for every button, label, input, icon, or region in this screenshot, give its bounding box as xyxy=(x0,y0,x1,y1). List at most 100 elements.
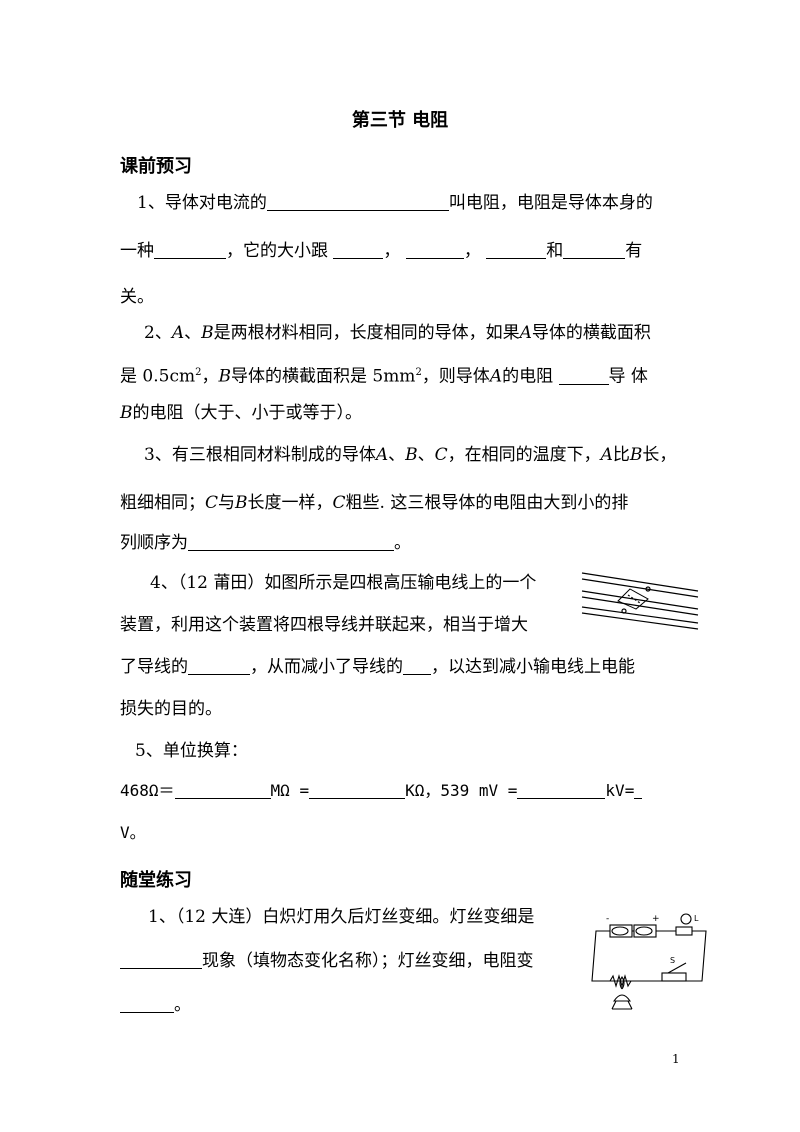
q3-text: 列顺序为 xyxy=(120,533,188,553)
q3-text: 比 xyxy=(612,445,630,465)
q1-blank-definition xyxy=(266,192,449,211)
q2-var: A xyxy=(519,323,532,343)
q4-text: 了导线的 xyxy=(120,657,188,677)
q2-text: 、 xyxy=(184,323,202,343)
p1-line-1: 1、（12 大连）白炽灯用久后灯丝变细。灯丝变细是 xyxy=(148,907,535,927)
q5-text: kV= xyxy=(605,781,635,800)
q5-line-2: 468Ω＝MΩ =KΩ，539 mV =kV= xyxy=(120,780,643,802)
q4-blank-1 xyxy=(188,656,250,675)
connector-shape xyxy=(617,588,649,610)
lamp-stand xyxy=(611,1000,633,1010)
q3-blank-order xyxy=(188,532,394,551)
q2-line-2: 是 0.5cm2，B导体的横截面积是 5mm2，则导体A的电阻 导 体 xyxy=(120,362,648,388)
q1-line-1: 1、导体对电流的叫电阻，电阻是导体本身的 xyxy=(137,192,653,214)
p1-text: 。 xyxy=(174,995,191,1015)
bulb-label: L xyxy=(694,914,699,923)
q1-line-3: 关。 xyxy=(120,287,154,307)
q1-text: 和 xyxy=(546,241,564,261)
page-number: 1 xyxy=(672,1052,680,1066)
q3-var: B xyxy=(235,493,248,513)
q3-var: B xyxy=(405,445,418,465)
q1-blank-factor-2 xyxy=(405,240,464,259)
q5-line-3: V。 xyxy=(120,823,146,842)
q4-line-3: 了导线的，从而减小了导线的，以达到减小输电线上电能 xyxy=(120,656,635,678)
q3-var: B xyxy=(629,445,643,465)
q1-text: 有 xyxy=(625,241,643,261)
q2-var: B xyxy=(218,366,231,387)
wire-line xyxy=(581,612,699,630)
q2-var: A xyxy=(171,323,185,343)
q1-blank-property xyxy=(154,240,226,259)
q5-line-1: 5、单位换算： xyxy=(135,741,248,761)
q4-blank-2 xyxy=(403,656,431,675)
p1-text: 现象（填物态变化名称）；灯丝变细，电阻变 xyxy=(202,951,534,971)
flame-icon xyxy=(619,976,625,990)
wire-line xyxy=(581,606,699,624)
q3-text: 粗些. 这三根导体的电阻由大到小的排 xyxy=(345,493,629,513)
battery-detail xyxy=(611,926,629,936)
page-title: 第三节 电阻 xyxy=(351,110,449,131)
q2-text: 是 0.5cm xyxy=(120,366,196,387)
connector-shape xyxy=(627,594,641,604)
q3-line-2: 粗细相同；C与B长度一样，C粗些. 这三根导体的电阻由大到小的排 xyxy=(120,492,628,514)
q5-blank-2 xyxy=(309,780,406,799)
q3-var: A xyxy=(375,445,389,465)
circuit-wire xyxy=(591,930,707,982)
q4-text: ，以达到减小输电线上电能 xyxy=(431,657,635,677)
bulb-base xyxy=(675,926,693,936)
switch-label: S xyxy=(670,956,675,965)
q3-text: 与 xyxy=(218,493,236,513)
q2-text: 导体的横截面积是 5mm xyxy=(230,366,416,387)
q1-line-2: 一种，它的大小跟 ， ， 和有 xyxy=(120,240,642,262)
q1-text: ， xyxy=(383,241,401,261)
q3-var: C xyxy=(434,445,448,465)
q3-text: 、 xyxy=(417,445,435,465)
alcohol-lamp-icon xyxy=(612,994,632,1002)
q3-text: 、 xyxy=(388,445,406,465)
q4-line-4: 损失的目的。 xyxy=(120,699,222,719)
q1-blank-factor-4 xyxy=(563,240,626,259)
battery-detail xyxy=(635,926,653,936)
wire-line xyxy=(581,578,699,598)
switch-base xyxy=(661,972,687,982)
connector-bolt xyxy=(645,586,651,592)
q3-text: ，在相同的温度下， xyxy=(447,445,601,465)
q5-blank-3 xyxy=(517,780,606,799)
q2-text: 是两根材料相同，长度相同的导体，如果 xyxy=(213,323,520,343)
q2-line-3: B的电阻（大于、小于或等于）。 xyxy=(120,402,362,424)
p1-blank-2 xyxy=(120,994,174,1013)
q2-text: 导 体 xyxy=(608,366,648,387)
section-heading-preview: 课前预习 xyxy=(120,156,192,177)
q3-var: C xyxy=(332,493,346,513)
q2-blank-compare xyxy=(558,366,609,385)
bulb-icon xyxy=(680,913,692,925)
q3-text: 3、有三根相同材料制成的导体 xyxy=(144,445,376,465)
connector-bolt xyxy=(621,608,627,614)
q1-text: ，它的大小跟 xyxy=(226,241,328,261)
q3-text: 粗细相同； xyxy=(120,493,205,513)
battery-plus-label: + xyxy=(652,914,660,924)
p1-line-3: 。 xyxy=(120,994,191,1016)
q5-text: KΩ，539 mV = xyxy=(405,781,518,800)
q1-text: 一种 xyxy=(120,241,154,261)
q2-line-1: 2、A、B是两根材料相同，长度相同的导体，如果A导体的横截面积 xyxy=(144,322,651,344)
switch-lever xyxy=(667,962,687,974)
q2-text: 的电阻（大于、小于或等于）。 xyxy=(132,403,363,423)
p1-blank-1 xyxy=(120,950,202,969)
q2-var: B xyxy=(201,323,214,343)
q5-blank-1 xyxy=(174,780,271,799)
q2-var: A xyxy=(489,366,503,387)
q3-var: A xyxy=(600,445,613,465)
q1-blank-factor-1 xyxy=(333,240,384,259)
q2-sup: 2 xyxy=(195,367,202,378)
q2-text: 2、 xyxy=(144,323,172,343)
wire-line xyxy=(581,572,699,592)
q4-line-1: 4、（12 莆田）如图所示是四根高压输电线上的一个 xyxy=(150,573,537,593)
section-heading-practice: 随堂练习 xyxy=(120,870,192,891)
q1-blank-factor-3 xyxy=(486,240,547,259)
q3-text: 。 xyxy=(394,533,411,553)
battery-minus-label: - xyxy=(606,914,609,924)
q1-text: 1、导体对电流的 xyxy=(137,193,267,213)
q2-var: B xyxy=(120,403,133,423)
q3-line-3: 列顺序为 。 xyxy=(120,532,411,554)
